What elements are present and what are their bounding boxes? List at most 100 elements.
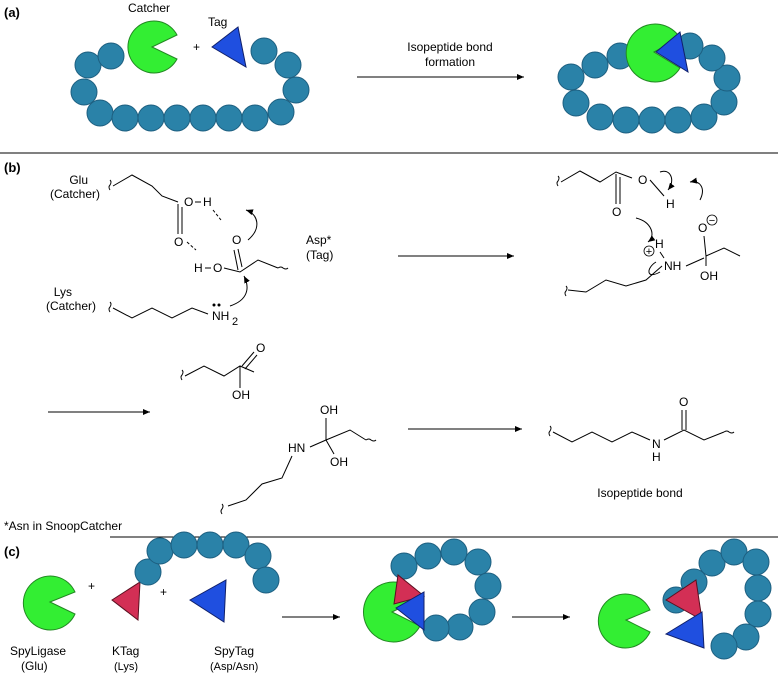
tet-co-2 — [244, 354, 258, 370]
prod-wavy-2 — [723, 430, 735, 434]
hbond-1 — [186, 241, 197, 251]
tet-O: O — [256, 341, 265, 355]
panel-b: (b) Glu (Catcher) O H O H O O Asp* (Tag)… — [4, 160, 741, 533]
int-NH: NH — [664, 259, 681, 273]
isopeptide-label: Isopeptide bond — [597, 486, 682, 500]
tet-OH-2: OH — [320, 403, 338, 417]
tet-glu-chain — [184, 365, 255, 377]
glu-wavy — [108, 179, 112, 191]
int-lys-chain — [567, 265, 663, 293]
bead-chain-left — [70, 37, 310, 132]
bead-chain-c2 — [390, 538, 502, 642]
prod-H: H — [652, 450, 661, 464]
minus-charge: − — [709, 215, 715, 227]
tet-co-1 — [241, 351, 255, 367]
asp-label-2: (Tag) — [306, 248, 333, 262]
int-oh-bond — [649, 179, 665, 197]
tag-label: Tag — [208, 15, 227, 29]
footnote: *Asn in SnoopCatcher — [4, 519, 122, 533]
glu-label-2: (Catcher) — [50, 187, 100, 201]
ktag-label-2: (Lys) — [114, 661, 138, 673]
int-nh-bond — [659, 251, 665, 259]
reaction-label-1: Isopeptide bond — [407, 40, 492, 54]
curved-arrow-3 — [659, 170, 675, 191]
curved-arrow-6 — [648, 261, 661, 276]
asp-label-1: Asp* — [306, 233, 332, 247]
reaction-label-2: formation — [425, 55, 475, 69]
ktag-label-1: KTag — [112, 644, 139, 658]
prod-lys-chain — [552, 431, 651, 443]
curved-arrow-5 — [689, 177, 703, 201]
tet-OH-3: OH — [330, 455, 348, 469]
prod-asp-chain — [663, 429, 725, 441]
spytag-label-2: (Asp/Asn) — [210, 661, 258, 673]
tet-asp-chain — [325, 429, 367, 441]
plus-c-2: + — [160, 585, 167, 599]
plus-charge-circle — [643, 245, 655, 257]
panel-c-label: (c) — [4, 544, 20, 559]
curved-arrow-4 — [635, 217, 656, 243]
int-H-1: H — [666, 197, 675, 211]
asp-chain — [223, 259, 279, 273]
spytag-released — [664, 611, 705, 649]
int-O-1: O — [638, 173, 647, 187]
lys-label-2: (Catcher) — [46, 299, 96, 313]
int-OH: OH — [700, 269, 718, 283]
prod-N: N — [652, 437, 661, 451]
int-O-2: O — [612, 205, 621, 219]
glu-label-1: Glu — [69, 173, 88, 187]
spyligase-label-2: (Glu) — [21, 659, 48, 673]
lys-sub-2: 2 — [232, 316, 238, 328]
curved-arrow-1 — [245, 209, 258, 241]
tet-n-c — [309, 439, 327, 448]
catcher-shape — [127, 20, 178, 74]
int-wavy-2 — [564, 285, 568, 297]
panel-a: (a) Catcher + Tag Isopeptide bond format… — [4, 1, 741, 134]
int-glu-chain — [560, 170, 633, 183]
catcher-label: Catcher — [128, 1, 170, 15]
spytag-label-1: SpyTag — [214, 644, 254, 658]
int-asp-chain — [703, 235, 741, 257]
int-O-3: O — [698, 221, 707, 235]
prod-O: O — [679, 395, 688, 409]
spyligase-shape — [22, 575, 76, 631]
lys-NH2: NH — [212, 309, 229, 323]
ktag-shape — [111, 581, 141, 621]
glu-O-2: O — [174, 235, 183, 249]
int-n-c — [685, 257, 705, 267]
bead-chain-right — [557, 32, 741, 134]
asp-H: H — [194, 261, 203, 275]
curved-arrow-2 — [229, 275, 250, 307]
asp-O-1: O — [213, 261, 222, 275]
asp-co-1 — [233, 249, 239, 271]
tag-shape — [211, 26, 247, 68]
lys-wavy — [108, 301, 112, 313]
glu-chain — [112, 174, 179, 203]
spytag-complex — [395, 591, 425, 632]
asp-co-2 — [237, 248, 243, 268]
tet-HN: HN — [288, 441, 305, 455]
tet-wavy-2 — [365, 438, 377, 442]
bead-chain-c3 — [662, 538, 772, 660]
panel-c: (c) SpyLigase (Glu) + KTag (Lys) + SpyTa… — [4, 531, 772, 673]
plus-c-1: + — [88, 579, 95, 593]
tet-c-oh-bot — [325, 439, 335, 455]
lys-label-1: Lys — [54, 285, 72, 299]
bead-chain-c1 — [134, 531, 280, 594]
spyligase-released — [597, 593, 651, 649]
panel-a-label: (a) — [4, 5, 20, 20]
prod-wavy-1 — [548, 425, 552, 437]
spyligase-label-1: SpyLigase — [10, 644, 66, 658]
spytag-shape — [189, 579, 227, 623]
tet-wavy-3 — [220, 503, 224, 515]
tet-OH-1: OH — [232, 388, 250, 402]
glu-O-1: O — [184, 195, 193, 209]
int-H-2: H — [655, 237, 664, 251]
plus-charge: + — [646, 246, 652, 258]
ktag-released — [665, 579, 703, 621]
glu-H-1: H — [203, 195, 212, 209]
catcher-bound — [625, 23, 681, 83]
tet-lys-chain — [227, 455, 293, 507]
int-wavy-1 — [556, 175, 560, 187]
